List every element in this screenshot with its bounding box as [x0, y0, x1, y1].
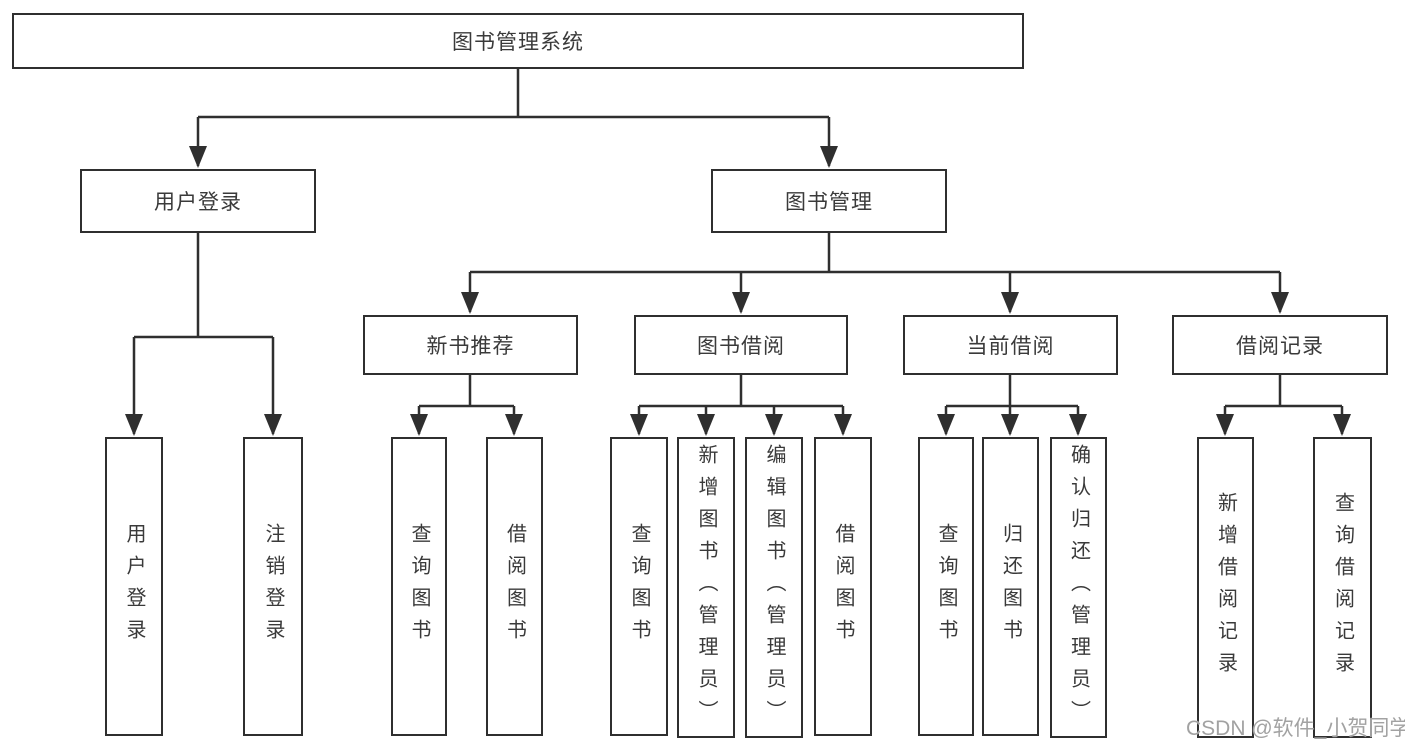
node-borrow-records: 借阅记录 — [1172, 315, 1388, 375]
node-borrow-records-label: 借阅记录 — [1236, 335, 1324, 358]
leaf-user-login-label: 用户登录 — [123, 522, 145, 651]
leaf-edit-books-admin-label: 编辑图书（管理员） — [763, 443, 785, 732]
leaf-add-books-admin-label: 新增图书（管理员） — [695, 443, 717, 732]
leaf-borrow-books-1: 借阅图书 — [486, 437, 543, 736]
leaf-query-books-2-label: 查询图书 — [628, 522, 650, 651]
node-new-book-recommend: 新书推荐 — [363, 315, 578, 375]
leaf-add-borrow-record: 新增借阅记录 — [1197, 437, 1254, 738]
node-book-borrow: 图书借阅 — [634, 315, 848, 375]
leaf-confirm-return-admin: 确认归还（管理员） — [1050, 437, 1107, 738]
node-book-management: 图书管理 — [711, 169, 947, 233]
leaf-borrow-books-2: 借阅图书 — [814, 437, 872, 736]
node-new-book-recommend-label: 新书推荐 — [426, 335, 515, 358]
leaf-logout: 注销登录 — [243, 437, 303, 736]
leaf-add-borrow-record-label: 新增借阅记录 — [1214, 491, 1237, 684]
node-root: 图书管理系统 — [12, 13, 1024, 69]
leaf-query-borrow-record: 查询借阅记录 — [1313, 437, 1372, 738]
leaf-query-books-2: 查询图书 — [610, 437, 668, 736]
leaf-query-borrow-record-label: 查询借阅记录 — [1331, 491, 1354, 684]
leaf-borrow-books-1-label: 借阅图书 — [503, 522, 526, 651]
leaf-confirm-return-admin-label: 确认归还（管理员） — [1067, 443, 1090, 732]
leaf-add-books-admin: 新增图书（管理员） — [677, 437, 735, 738]
leaf-query-books-3: 查询图书 — [918, 437, 974, 736]
leaf-return-books-label: 归还图书 — [999, 522, 1022, 651]
leaf-borrow-books-2-label: 借阅图书 — [832, 522, 854, 651]
node-user-login: 用户登录 — [80, 169, 316, 233]
leaf-user-login: 用户登录 — [105, 437, 163, 736]
leaf-edit-books-admin: 编辑图书（管理员） — [745, 437, 803, 738]
leaf-query-books-1-label: 查询图书 — [408, 522, 430, 651]
node-current-borrow-label: 当前借阅 — [966, 335, 1055, 358]
leaf-query-books-1: 查询图书 — [391, 437, 447, 736]
leaf-logout-label: 注销登录 — [262, 522, 284, 651]
leaf-query-books-3-label: 查询图书 — [935, 522, 957, 651]
node-current-borrow: 当前借阅 — [903, 315, 1118, 375]
node-root-label: 图书管理系统 — [452, 31, 584, 54]
node-book-borrow-label: 图书借阅 — [697, 335, 785, 358]
leaf-return-books: 归还图书 — [982, 437, 1039, 736]
csdn-watermark: CSDN @软件_小贺同学 — [1186, 717, 1405, 740]
node-book-management-label: 图书管理 — [785, 191, 873, 214]
node-user-login-label: 用户登录 — [154, 191, 242, 214]
